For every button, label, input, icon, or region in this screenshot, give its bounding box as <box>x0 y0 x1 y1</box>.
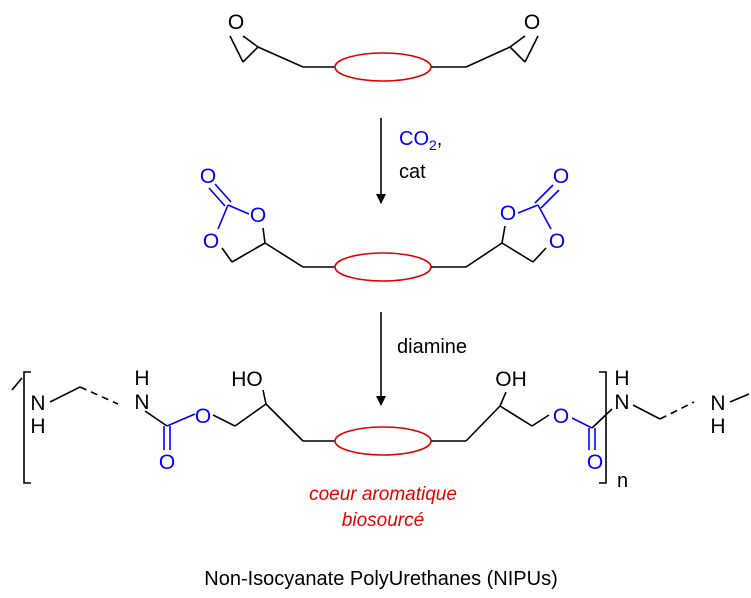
cyclic-carbonate-left: O O O <box>200 165 304 268</box>
diamine-spacer-left <box>79 386 119 405</box>
urethane-hydrogen-right: H <box>614 367 629 390</box>
diamine-spacer-right <box>659 401 695 420</box>
urethane-carbonyl-oxygen-left: O <box>159 451 175 474</box>
amine-hydrogen-right: H <box>710 415 725 438</box>
carbonyl-oxygen-right: O <box>553 165 569 188</box>
aromatic-core-ring-2 <box>334 252 432 282</box>
repeat-index: n <box>617 470 628 492</box>
urethane-hydrogen-left: H <box>134 367 149 390</box>
aromatic-core-ring-3 <box>334 426 432 456</box>
aromatic-core-ring-1 <box>334 52 432 82</box>
epoxide-ring-right: O <box>465 11 540 68</box>
reaction-arrow-2: diamine <box>376 312 467 406</box>
urethane-nitrogen-left: N <box>134 391 149 414</box>
polyurethane-repeat-unit: N H H N O O HO OH O O n <box>11 367 750 492</box>
reagent-catalyst: cat <box>399 161 426 183</box>
amine-nitrogen-right: N <box>710 392 725 415</box>
epoxide-oxygen-right: O <box>524 11 540 34</box>
chain-end-right <box>729 393 750 403</box>
ring-oxygen-right-2: O <box>549 230 565 253</box>
core-label-line2: biosourcé <box>342 510 424 531</box>
urethane-nitrogen-right: N <box>614 391 629 414</box>
ring-oxygen-left-2: O <box>203 230 219 253</box>
ring-oxygen-right-1: O <box>500 202 516 225</box>
scheme-caption: Non-Isocyanate PolyUrethanes (NIPUs) <box>204 568 557 590</box>
urethane-ester-oxygen-right: O <box>553 405 569 428</box>
cyclic-carbonate-right: O O O <box>465 165 569 268</box>
bis-epoxide-molecule: O O <box>228 11 540 82</box>
epoxide-oxygen-left: O <box>228 11 244 34</box>
epoxide-ring-left: O <box>228 11 304 68</box>
core-label-line1: coeur aromatique <box>309 484 457 505</box>
urethane-ester-oxygen-left: O <box>195 405 211 428</box>
bracket-left <box>23 371 31 484</box>
amine-nitrogen-left: N <box>30 392 45 415</box>
chain-end-left <box>11 377 23 391</box>
amine-hydrogen-left: H <box>30 415 45 438</box>
bracket-right <box>599 371 607 484</box>
ring-oxygen-left-1: O <box>250 204 266 227</box>
reagent-diamine: diamine <box>397 336 467 358</box>
carbonyl-oxygen-left: O <box>200 165 216 188</box>
hydroxyl-left: HO <box>231 368 263 391</box>
reaction-arrow-1: CO2, cat <box>376 118 442 204</box>
reagent-co2: CO2, <box>399 128 442 153</box>
hydroxyl-right: OH <box>495 368 527 391</box>
urethane-carbonyl-oxygen-right: O <box>587 451 603 474</box>
bis-cyclic-carbonate-molecule: O O O O O O <box>200 165 569 282</box>
